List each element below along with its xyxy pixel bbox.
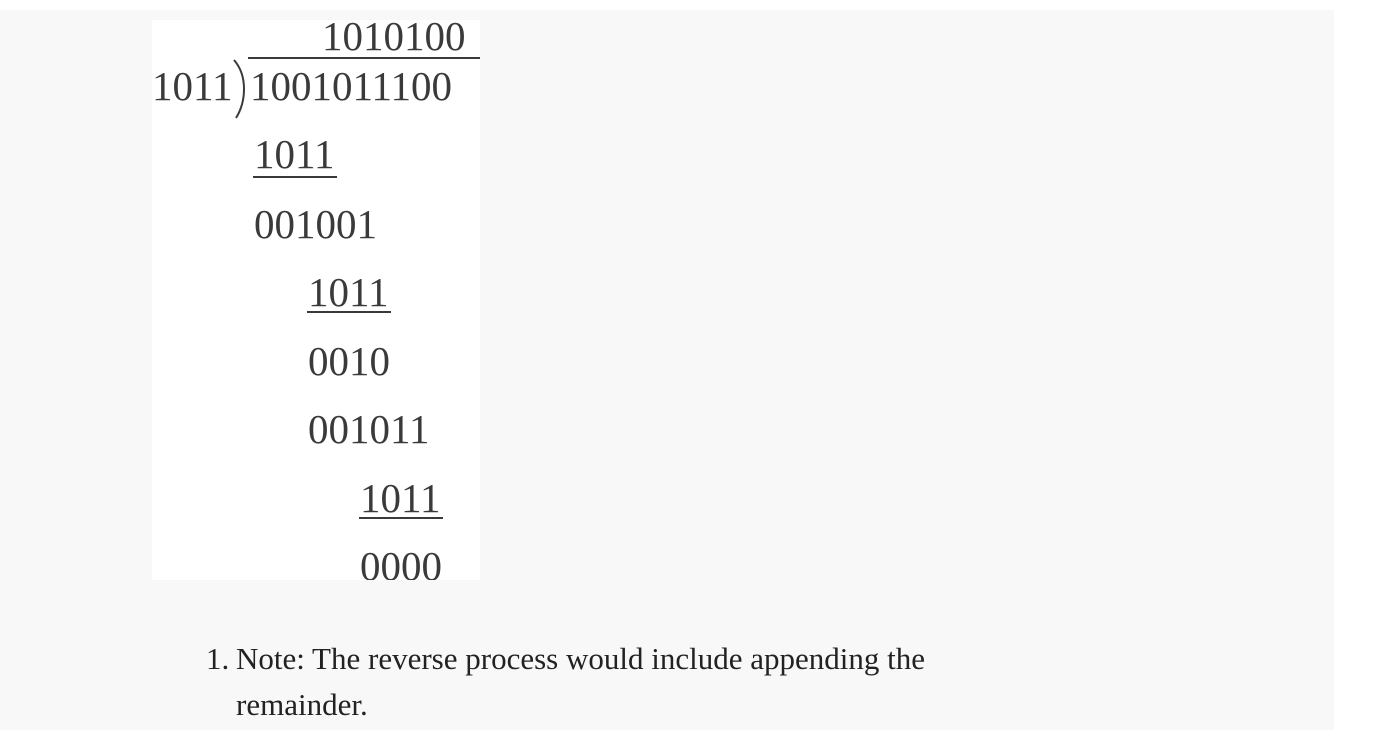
difference-1: 001001	[254, 201, 377, 247]
subtrahend-2-rule	[307, 311, 391, 313]
list-number: 1.	[206, 641, 230, 676]
remainder: 0000	[360, 543, 442, 581]
content-panel: 1010100 1011 1001011100 1011 001001 1011…	[0, 10, 1334, 730]
quotient: 1010100	[322, 20, 466, 59]
subtrahend-1-rule	[253, 176, 337, 178]
difference-2: 0010	[308, 338, 390, 384]
dividend: 1001011100	[250, 63, 452, 109]
notes-list: 1. Note: The reverse process would inclu…	[206, 636, 1046, 728]
note-text: Note: The reverse process would include …	[236, 641, 925, 722]
divisor: 1011	[152, 63, 233, 109]
subtrahend-3-rule	[359, 517, 443, 519]
division-bracket	[233, 59, 245, 119]
partial-dividend-3: 001011	[308, 406, 430, 452]
division-bar	[248, 57, 480, 59]
list-item: 1. Note: The reverse process would inclu…	[206, 636, 1046, 728]
long-division-figure: 1010100 1011 1001011100 1011 001001 1011…	[152, 20, 480, 580]
subtrahend-2: 1011	[308, 269, 389, 315]
subtrahend-3: 1011	[360, 475, 441, 521]
subtrahend-1: 1011	[254, 131, 335, 177]
